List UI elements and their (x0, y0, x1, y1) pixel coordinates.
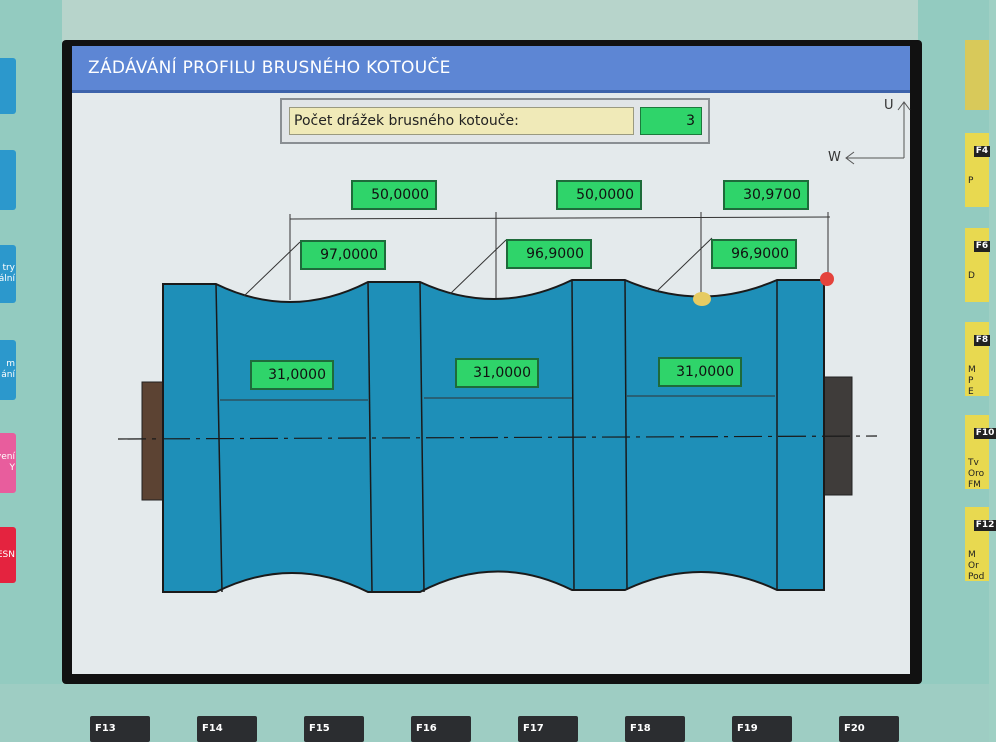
left-softkey-3[interactable]: try ální (0, 245, 16, 303)
grinding-wheel-body (162, 279, 825, 593)
yellow-marker-icon (693, 292, 711, 306)
key-label: F6 (973, 241, 991, 252)
segment-lines (215, 279, 778, 593)
fkey-label: F15 (309, 723, 330, 734)
width-input-2[interactable]: 31,0000 (455, 358, 539, 388)
key-label: F4 (973, 146, 991, 157)
radius-input-2[interactable]: 96,9000 (506, 239, 592, 269)
spacing-input-3[interactable]: 30,9700 (723, 180, 809, 210)
right-key-f10[interactable]: F10 Tv Oro FM (965, 415, 996, 490)
spacing-dimension-lines (289, 212, 831, 300)
fkey-label: F18 (630, 723, 651, 734)
hmi-screen: ZÁDÁVÁNÍ PROFILU BRUSNÉHO KOTOUČE Počet … (72, 46, 911, 674)
fkey-f15[interactable]: F15 (304, 716, 364, 742)
left-softkey-6[interactable]: ESN (0, 527, 16, 583)
left-softkey-5[interactable]: vení Y (0, 433, 16, 493)
center-line (117, 435, 878, 440)
radius-leader-lines (243, 237, 713, 297)
fkey-f19[interactable]: F19 (732, 716, 792, 742)
fkey-f17[interactable]: F17 (518, 716, 578, 742)
window-title: ZÁDÁVÁNÍ PROFILU BRUSNÉHO KOTOUČE (88, 58, 451, 78)
window-titlebar: ZÁDÁVÁNÍ PROFILU BRUSNÉHO KOTOUČE (72, 46, 910, 93)
key-text: P (968, 176, 974, 186)
fkey-f16[interactable]: F16 (411, 716, 471, 742)
spacing-input-2[interactable]: 50,0000 (556, 180, 642, 210)
axis-indicator (845, 101, 911, 165)
fkey-f13[interactable]: F13 (90, 716, 150, 742)
left-softkey-2[interactable] (0, 150, 16, 210)
fkey-f14[interactable]: F14 (197, 716, 257, 742)
right-key-f2[interactable] (965, 40, 989, 110)
radius-input-3[interactable]: 96,9000 (711, 239, 797, 269)
right-key-f6[interactable]: F6 D (965, 228, 991, 302)
groove-count-panel: Počet drážek brusného kotouče: 3 (280, 98, 710, 144)
fkey-label: F16 (416, 723, 437, 734)
right-key-f12[interactable]: F12 M Or Pod (965, 507, 996, 582)
right-key-f8[interactable]: F8 M P E (965, 322, 991, 397)
groove-count-label: Počet drážek brusného kotouče: (289, 107, 634, 135)
fkey-label: F13 (95, 723, 116, 734)
fkey-label: F20 (844, 723, 865, 734)
fkey-label: F19 (737, 723, 758, 734)
bezel-bottom (0, 684, 989, 742)
left-softkey-1[interactable] (0, 58, 16, 114)
right-key-f4[interactable]: F4 P (965, 133, 991, 207)
red-marker-icon (820, 272, 834, 286)
spacing-input-1[interactable]: 50,0000 (351, 180, 437, 210)
fkey-label: F14 (202, 723, 223, 734)
fkey-f20[interactable]: F20 (839, 716, 899, 742)
key-text: D (968, 271, 975, 281)
key-text: Tv Oro FM (968, 458, 985, 490)
axis-u-label: U (884, 98, 894, 113)
fkey-label: F17 (523, 723, 544, 734)
key-label: F8 (973, 335, 991, 346)
fkey-f18[interactable]: F18 (625, 716, 685, 742)
width-input-3[interactable]: 31,0000 (658, 357, 742, 387)
left-softkey-4[interactable]: m ání (0, 340, 16, 400)
width-input-1[interactable]: 31,0000 (250, 360, 334, 390)
key-text: M Or Pod (968, 550, 985, 582)
key-text: M P E (968, 365, 976, 397)
key-label: F12 (973, 520, 996, 531)
groove-count-input[interactable]: 3 (640, 107, 702, 135)
axis-w-label: W (828, 150, 841, 165)
width-dimension-lines (220, 395, 775, 401)
key-label: F10 (973, 428, 996, 439)
radius-input-1[interactable]: 97,0000 (300, 240, 386, 270)
